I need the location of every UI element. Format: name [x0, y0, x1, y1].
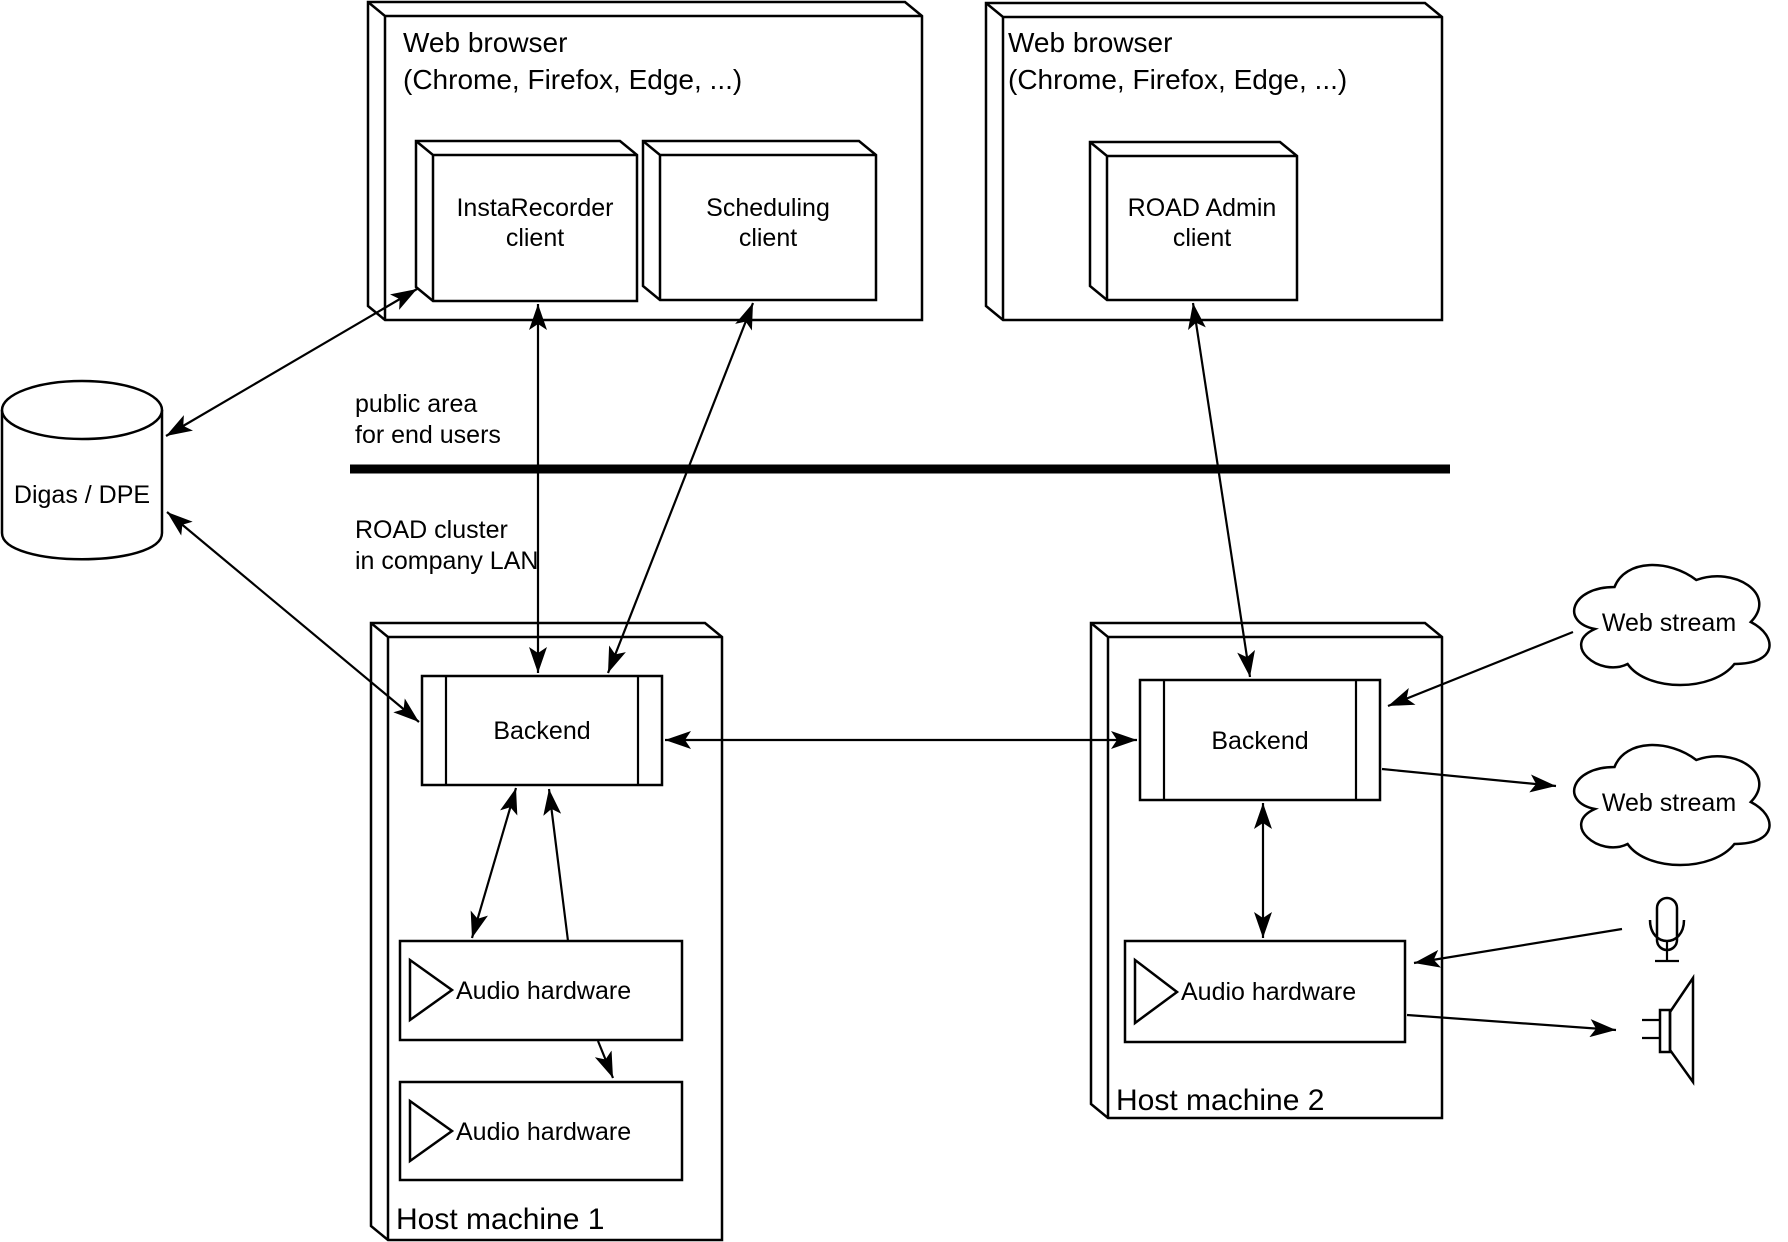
connections	[165, 288, 1623, 1079]
node-3d-depth-lines	[985, 2, 1442, 320]
host-machine-2-node: Host machine 2 Backend Audio hardware	[1089, 621, 1444, 1120]
play-icon	[408, 1098, 455, 1164]
browser2-title-line2: (Chrome, Firefox, Edge, ...)	[1008, 64, 1347, 95]
node-3d-outline	[414, 139, 639, 303]
instarecorder-client-node: InstaRecorder client	[414, 139, 639, 303]
audio-hardware-2: Audio hardware	[398, 1080, 684, 1182]
microphone-holder-arc	[1648, 919, 1686, 943]
public-area-line1: public area	[355, 390, 477, 418]
speaker-driver	[1658, 1008, 1672, 1054]
component-body	[420, 674, 664, 787]
arrow-audio3-speaker	[1406, 1013, 1617, 1038]
node-3d-depth-lines	[367, 1, 922, 320]
scheduling-label-line1: Scheduling	[706, 194, 830, 222]
database-cylinder-top	[0, 379, 164, 441]
host2-label: Host machine 2	[1116, 1084, 1324, 1117]
arrow-backend1-audio1	[470, 787, 518, 939]
arrow-backend2-cloud2	[1381, 767, 1557, 793]
scheduling-label-line2: client	[739, 224, 797, 252]
microphone-icon	[1648, 896, 1686, 963]
audio1-label: Audio hardware	[456, 977, 631, 1005]
arrow-microphone-audio3	[1413, 927, 1623, 968]
road-admin-label-line2: client	[1173, 224, 1231, 252]
cloud-shape	[1573, 743, 1771, 867]
node-3d-depth-lines	[1090, 622, 1442, 1118]
play-icon	[408, 957, 455, 1023]
play-icon	[1133, 957, 1180, 1026]
audio-box	[1123, 939, 1407, 1044]
audio3-label: Audio hardware	[1181, 978, 1356, 1006]
arrow-digas-browser1	[165, 288, 418, 437]
host-machine-1-node: Host machine 1 Backend Audio hardware Au…	[369, 621, 724, 1242]
scheduling-client-node: Scheduling client	[641, 139, 878, 302]
arrow-audio1-backend1	[543, 788, 570, 942]
host1-label: Host machine 1	[396, 1203, 604, 1236]
backend-component-2: Backend	[1138, 678, 1382, 802]
digas-dpe-database: Digas / DPE	[0, 379, 164, 561]
arrow-audio1-audio2	[594, 1040, 615, 1079]
browser2-title-line1: Web browser	[1008, 27, 1172, 58]
node-3d-outline	[1088, 140, 1299, 302]
node-3d-outline	[641, 139, 878, 302]
arrow-cloud1-backend2	[1387, 630, 1574, 708]
arrow-digas-backend1	[166, 511, 420, 723]
audio-box	[398, 1080, 684, 1182]
road-admin-client-node: ROAD Admin client	[1088, 140, 1299, 302]
backend2-label: Backend	[1211, 727, 1308, 755]
zone-annotations: public area for end users ROAD cluster i…	[350, 390, 1450, 575]
speaker-cone	[1668, 973, 1695, 1086]
road-cluster-line1: ROAD cluster	[355, 516, 508, 544]
web-stream-cloud-2: Web stream	[1573, 743, 1771, 867]
audio-hardware-3: Audio hardware	[1123, 939, 1407, 1044]
road-admin-label-line1: ROAD Admin	[1128, 194, 1277, 222]
audio-box	[398, 939, 684, 1042]
speaker-icon	[1642, 973, 1695, 1086]
web-stream-cloud-1: Web stream	[1573, 563, 1771, 687]
web-stream1-label: Web stream	[1602, 609, 1736, 637]
cloud-shape	[1573, 563, 1771, 687]
node-3d-depth-lines	[642, 140, 876, 300]
road-cluster-line2: in company LAN	[355, 547, 538, 575]
web-stream2-label: Web stream	[1602, 789, 1736, 817]
public-area-line2: for end users	[355, 421, 501, 449]
arrow-scheduling-backend1	[606, 302, 755, 674]
component-body	[1138, 678, 1382, 802]
audio2-label: Audio hardware	[456, 1118, 631, 1146]
audio-hardware-1: Audio hardware	[398, 939, 684, 1042]
browser1-title-line1: Web browser	[403, 27, 567, 58]
instarecorder-label-line2: client	[506, 224, 564, 252]
database-cylinder-body	[0, 410, 164, 561]
database-label: Digas / DPE	[14, 481, 150, 509]
node-3d-depth-lines	[1089, 141, 1297, 300]
node-3d-depth-lines	[415, 140, 637, 301]
backend1-label: Backend	[493, 717, 590, 745]
backend-component-1: Backend	[420, 674, 664, 787]
browser1-title-line2: (Chrome, Firefox, Edge, ...)	[403, 64, 742, 95]
instarecorder-label-line1: InstaRecorder	[456, 194, 613, 222]
arrow-roadadmin-backend2	[1188, 302, 1255, 678]
